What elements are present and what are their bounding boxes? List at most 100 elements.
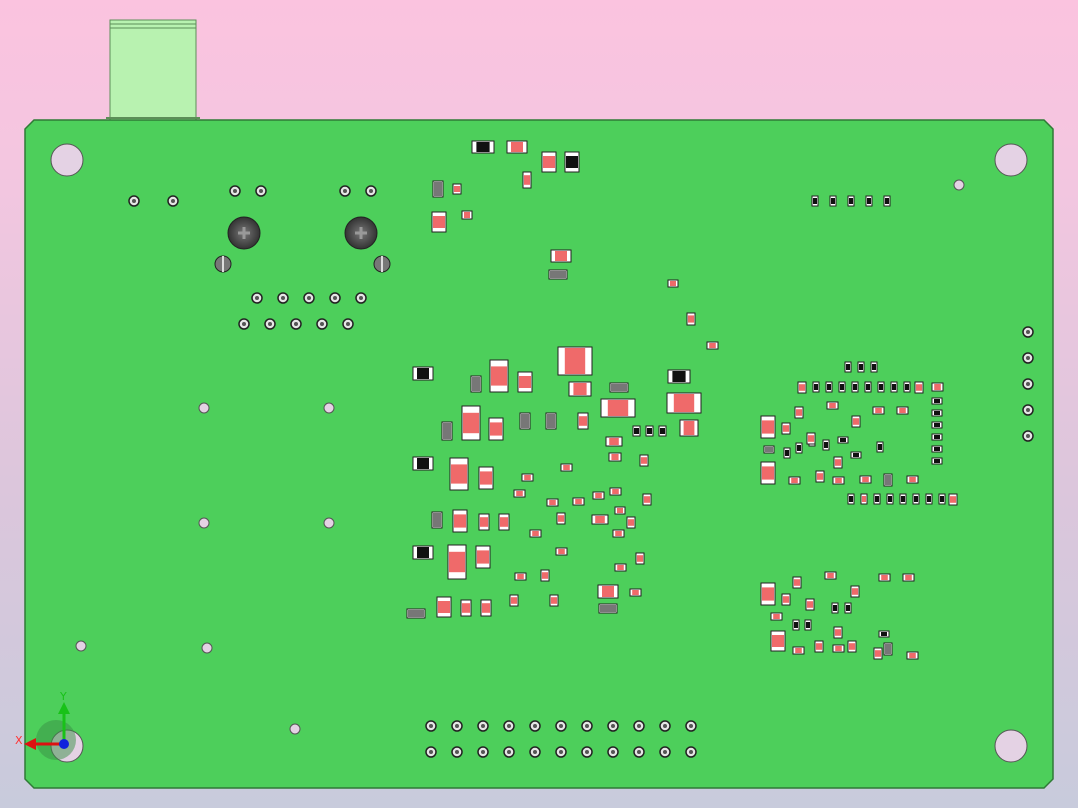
ic-component (412, 545, 434, 560)
resistor (814, 640, 824, 653)
resistor (489, 359, 509, 393)
resistor (906, 475, 919, 484)
pad (659, 746, 671, 758)
resistor (635, 552, 645, 565)
resistor (770, 630, 786, 652)
ic-component (878, 630, 890, 638)
pad (633, 720, 645, 732)
pad (316, 318, 328, 330)
resistor (792, 646, 805, 655)
resistor (556, 512, 566, 525)
ic-component (783, 447, 791, 459)
resistor (826, 401, 839, 410)
ic-component (471, 140, 495, 154)
via-hole (323, 517, 335, 529)
ic-component (812, 381, 820, 393)
capacitor (441, 421, 453, 441)
resistor (629, 588, 642, 597)
pad (529, 720, 541, 732)
ic-component (931, 457, 943, 465)
ic-component (811, 195, 819, 207)
ic-component (873, 493, 881, 505)
ic-component (822, 439, 830, 451)
capacitor (545, 412, 557, 430)
resistor (914, 381, 924, 394)
ic-component (412, 366, 434, 381)
resistor (568, 381, 592, 397)
resistor (833, 456, 843, 469)
resistor (488, 417, 504, 441)
pad (685, 720, 697, 732)
resistor (686, 312, 696, 326)
resistor (509, 594, 519, 607)
via-hole (953, 179, 965, 191)
capacitor (431, 511, 443, 529)
ic-component (795, 442, 803, 454)
ic-component (847, 195, 855, 207)
pad (633, 746, 645, 758)
ic-component (564, 151, 580, 173)
pad (659, 720, 671, 732)
capacitor (598, 603, 618, 614)
resistor (847, 640, 857, 653)
through-hole-pads (128, 185, 1034, 758)
resistor (436, 596, 452, 618)
resistor (760, 582, 776, 606)
resistor (832, 644, 845, 653)
pad (1022, 352, 1034, 364)
resistor (591, 514, 609, 525)
pad (555, 746, 567, 758)
pad (342, 318, 354, 330)
pad (1022, 404, 1034, 416)
via-hole (198, 402, 210, 414)
pad (303, 292, 315, 304)
db9-connector[interactable] (214, 216, 391, 273)
ic-component (851, 381, 859, 393)
resistor (540, 569, 550, 582)
ic-component (931, 433, 943, 441)
resistor (550, 249, 572, 263)
ic-component (844, 602, 852, 614)
resistor (794, 406, 804, 419)
capacitor (548, 269, 568, 280)
resistor (609, 487, 622, 496)
ic-component (931, 409, 943, 417)
ic-component (792, 619, 800, 631)
terminal-block-connector[interactable] (106, 19, 200, 121)
resistor (452, 509, 468, 533)
pad (581, 720, 593, 732)
pad (425, 746, 437, 758)
capacitor (432, 180, 444, 198)
ic-component (829, 195, 837, 207)
pad (425, 720, 437, 732)
ic-component (658, 425, 667, 437)
pad (339, 185, 351, 197)
x-axis-label: X (15, 734, 23, 747)
pad (365, 185, 377, 197)
resistor (666, 392, 702, 414)
pad (1022, 430, 1034, 442)
capacitor (883, 642, 893, 656)
pad (1022, 326, 1034, 338)
resistor (452, 183, 462, 195)
resistor (460, 599, 472, 617)
ic-component (903, 381, 911, 393)
ic-component (825, 381, 833, 393)
resistor (760, 415, 776, 439)
ic-component (838, 381, 846, 393)
pad (264, 318, 276, 330)
resistor (781, 422, 791, 435)
resistor (770, 612, 783, 621)
resistor (549, 594, 559, 607)
ic-component (412, 456, 434, 471)
resistor (614, 506, 626, 515)
resistor (461, 405, 481, 441)
ic-component (864, 381, 872, 393)
ic-component (938, 493, 946, 505)
resistor (642, 493, 652, 506)
resistor (447, 544, 467, 580)
ic-component (883, 195, 891, 207)
pad (251, 292, 263, 304)
